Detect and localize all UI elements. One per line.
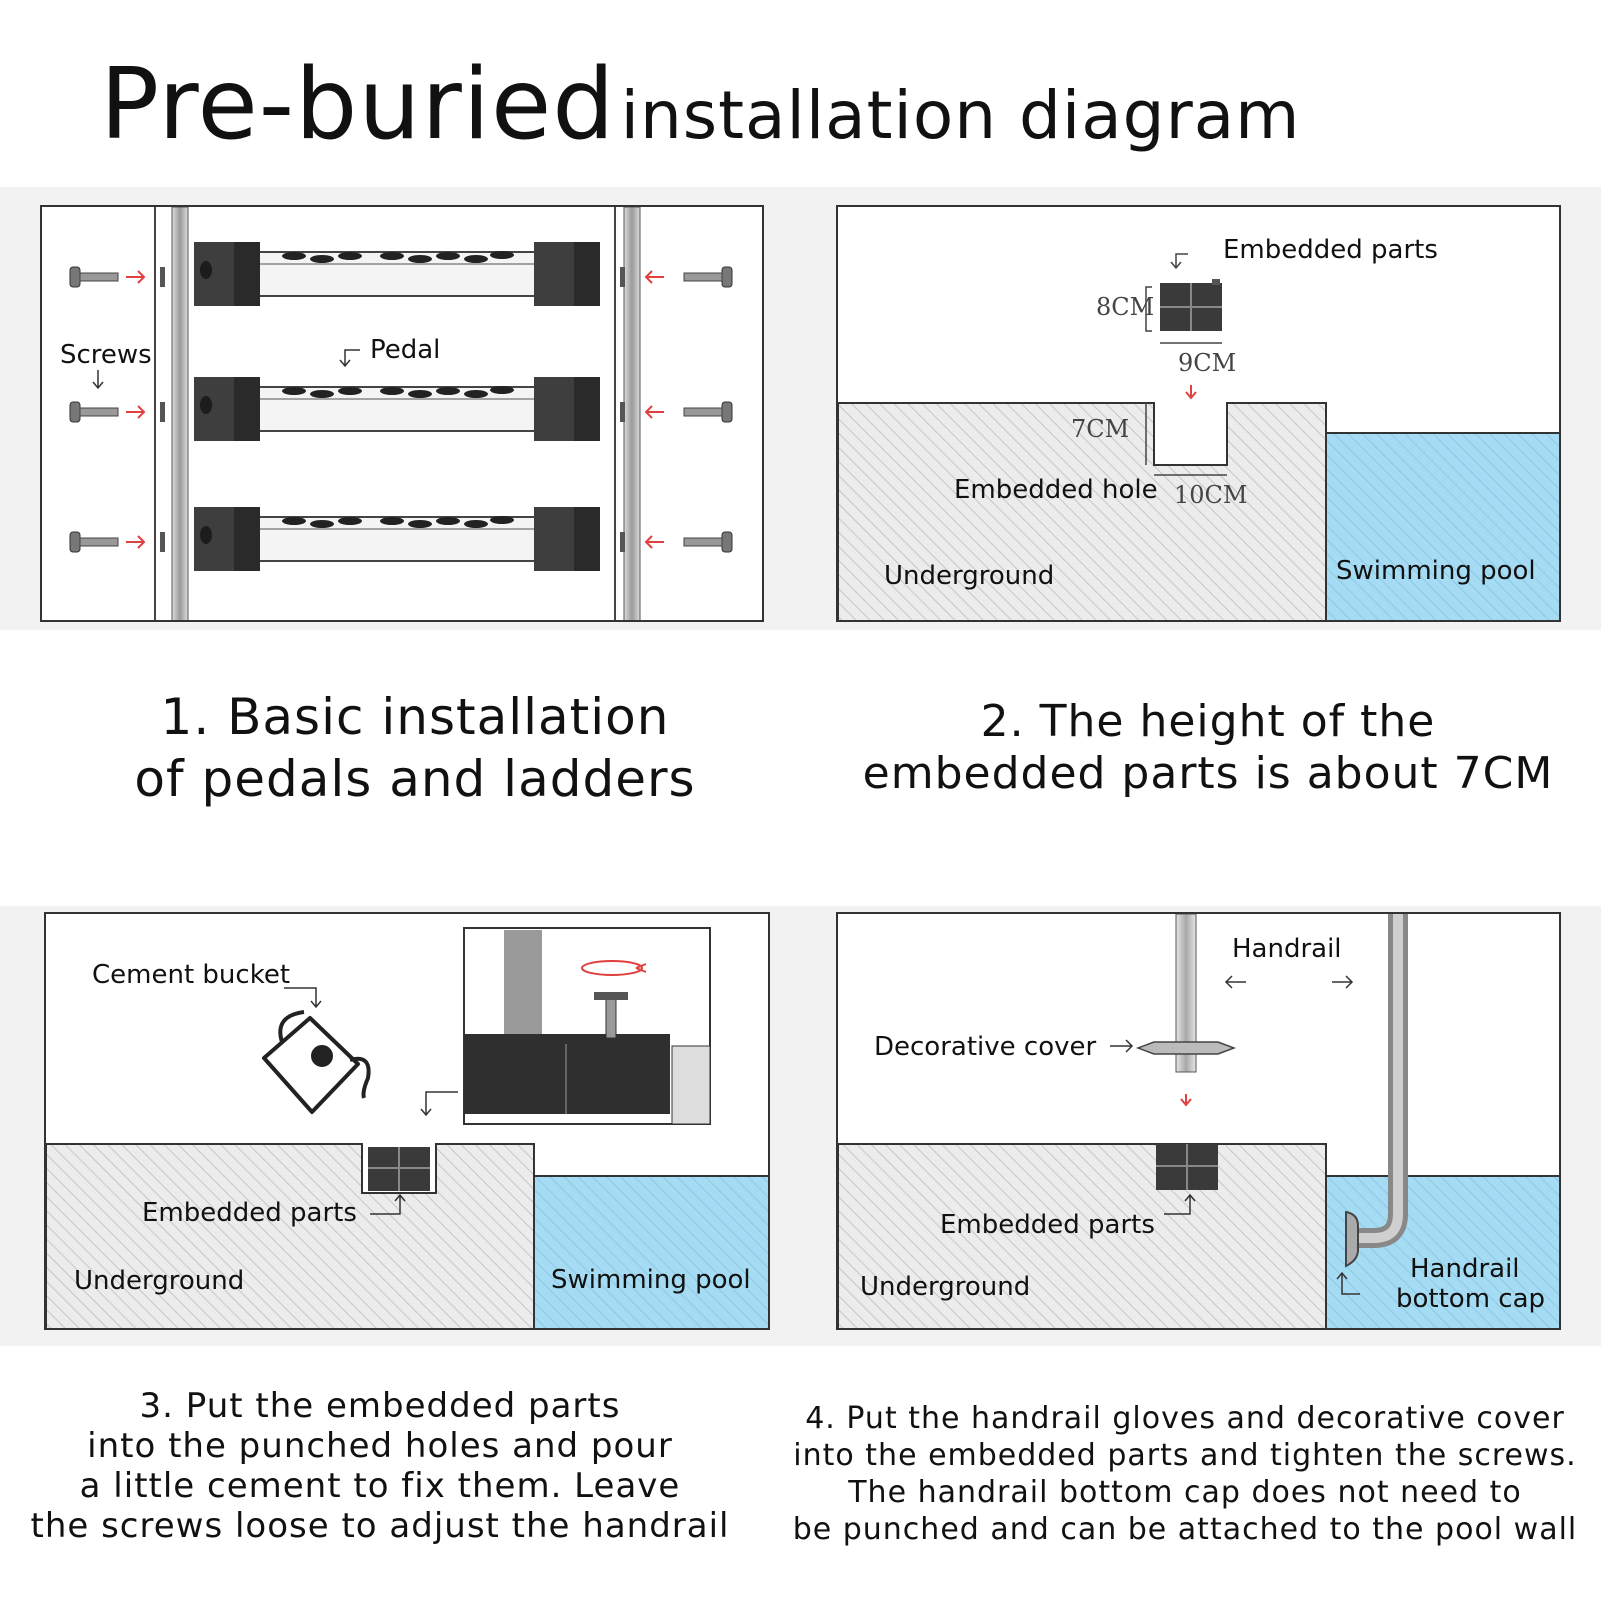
hole-drawing (838, 253, 1559, 620)
caption-step-3: 3. Put the embedded parts into the punch… (30, 1386, 730, 1546)
dim-7cm: 7CM (1071, 415, 1130, 443)
dim-10cm: 10CM (1174, 481, 1248, 509)
label-underground-4: Underground (860, 1272, 1031, 1302)
handrail-drawing (838, 914, 1559, 1328)
panel-embedded-hole: Embedded parts 8CM 9CM 7CM 10CM Embedded… (836, 205, 1561, 622)
label-embedded-parts-4: Embedded parts (940, 1210, 1155, 1240)
diagram-title: Pre-buried installation diagram (100, 48, 1300, 162)
label-embedded-hole: Embedded hole (954, 475, 1158, 505)
label-bottom-cap-1: Handrail (1410, 1254, 1520, 1284)
caption-step-4: 4. Put the handrail gloves and decorativ… (792, 1401, 1578, 1547)
label-pedal: Pedal (370, 335, 441, 365)
caption-step-1: 1. Basic installation of pedals and ladd… (134, 688, 696, 808)
ladder-drawing (69, 207, 733, 620)
label-swimming-pool: Swimming pool (1336, 556, 1536, 586)
label-embedded-parts: Embedded parts (1223, 235, 1438, 265)
label-underground: Underground (884, 561, 1055, 591)
panel-ladder-assembly: Screws Pedal (40, 205, 764, 622)
label-screws: Screws (60, 340, 152, 370)
panel-handrail: Handrail Decorative cover Embedded parts… (836, 912, 1561, 1330)
title-small: installation diagram (620, 77, 1301, 154)
caption-step-2: 2. The height of the embedded parts is a… (862, 696, 1554, 799)
label-handrail: Handrail (1232, 934, 1342, 964)
cement-drawing (46, 927, 768, 1328)
dim-9cm: 9CM (1178, 349, 1237, 377)
label-underground-3: Underground (74, 1266, 245, 1296)
label-decorative-cover: Decorative cover (874, 1032, 1097, 1062)
title-big: Pre-buried (100, 48, 616, 162)
panel-cement: Cement bucket Embedded parts Underground… (44, 912, 770, 1330)
dim-8cm: 8CM (1096, 293, 1155, 321)
label-swimming-pool-3: Swimming pool (551, 1265, 751, 1295)
label-embedded-parts-3: Embedded parts (142, 1198, 357, 1228)
label-bottom-cap-2: bottom cap (1396, 1284, 1546, 1314)
label-cement-bucket: Cement bucket (92, 960, 291, 990)
